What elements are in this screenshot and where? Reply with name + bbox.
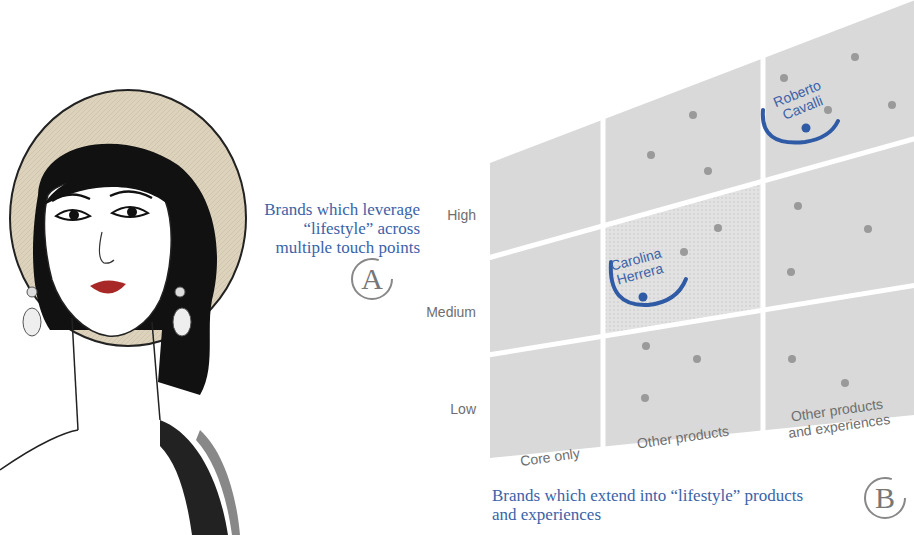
brand-dot — [689, 111, 697, 119]
pearl — [23, 308, 41, 336]
face — [45, 179, 172, 336]
axis-label: Low — [406, 401, 476, 417]
brand-dots — [641, 53, 896, 402]
brand-dot — [780, 74, 788, 82]
brand-dot — [787, 268, 795, 276]
axis-label: High — [406, 207, 476, 223]
grid-line — [601, 116, 606, 450]
woman-illustration — [0, 90, 246, 535]
circle-letter: B — [863, 476, 907, 520]
pupil — [69, 210, 79, 220]
pearl — [173, 308, 191, 336]
nose — [99, 232, 114, 263]
brand-dot — [704, 167, 712, 175]
neck-line — [152, 322, 160, 420]
circle-letter: A — [350, 257, 394, 301]
highlight-dot — [639, 293, 648, 302]
brand-dot — [824, 106, 832, 114]
annotation-text: Brands which extend into “lifestyle” pro… — [492, 486, 804, 524]
brand-dot — [794, 202, 802, 210]
grid-line — [488, 138, 914, 258]
brand-dot — [888, 101, 896, 109]
grid-panel — [490, 0, 914, 458]
shoulder-line — [0, 430, 78, 470]
eye — [56, 210, 90, 220]
brand-dot — [693, 355, 701, 363]
annotation-text: Brands which leverage “lifestyle” across… — [262, 200, 420, 257]
dress-stripe — [196, 430, 240, 535]
grid-line — [488, 285, 914, 355]
brand-dot — [647, 151, 655, 159]
axis-label: Medium — [406, 304, 476, 320]
perspective-grid — [488, 0, 914, 458]
brand-dot — [642, 342, 650, 350]
earring — [175, 287, 185, 297]
letter-circle: A — [350, 257, 394, 301]
brand-dot — [714, 224, 722, 232]
eye — [112, 207, 148, 217]
bangs — [44, 173, 172, 208]
brand-dot — [841, 379, 849, 387]
eyebrow — [52, 194, 90, 201]
neck-line — [72, 318, 78, 430]
brand-dot — [680, 248, 688, 256]
highlight-dot — [802, 124, 811, 133]
brand-dot — [851, 53, 859, 61]
hair — [33, 144, 217, 395]
earring — [27, 287, 37, 297]
lips — [90, 280, 126, 293]
brand-dot — [788, 355, 796, 363]
pupil — [127, 207, 137, 217]
dress-stripe — [160, 420, 228, 535]
eyebrow — [110, 191, 152, 198]
brand-dot — [641, 394, 649, 402]
brand-dot — [864, 225, 872, 233]
letter-circle: B — [863, 476, 907, 520]
